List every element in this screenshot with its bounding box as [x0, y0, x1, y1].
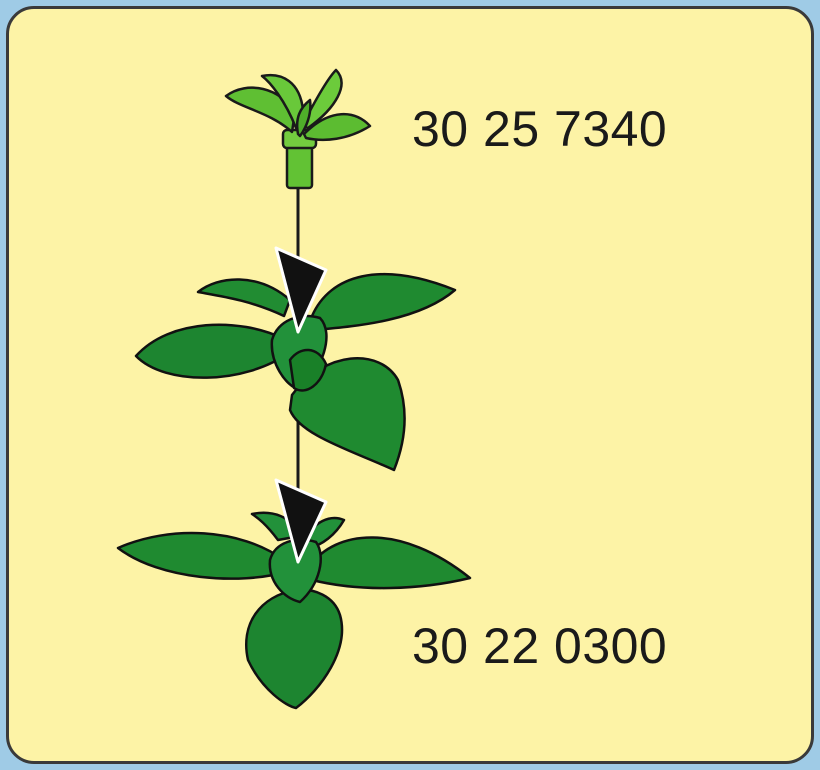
shoot-cutting [226, 70, 370, 188]
bottom-code-label: 30 22 0300 [412, 617, 667, 675]
top-code-label: 30 25 7340 [412, 100, 667, 158]
